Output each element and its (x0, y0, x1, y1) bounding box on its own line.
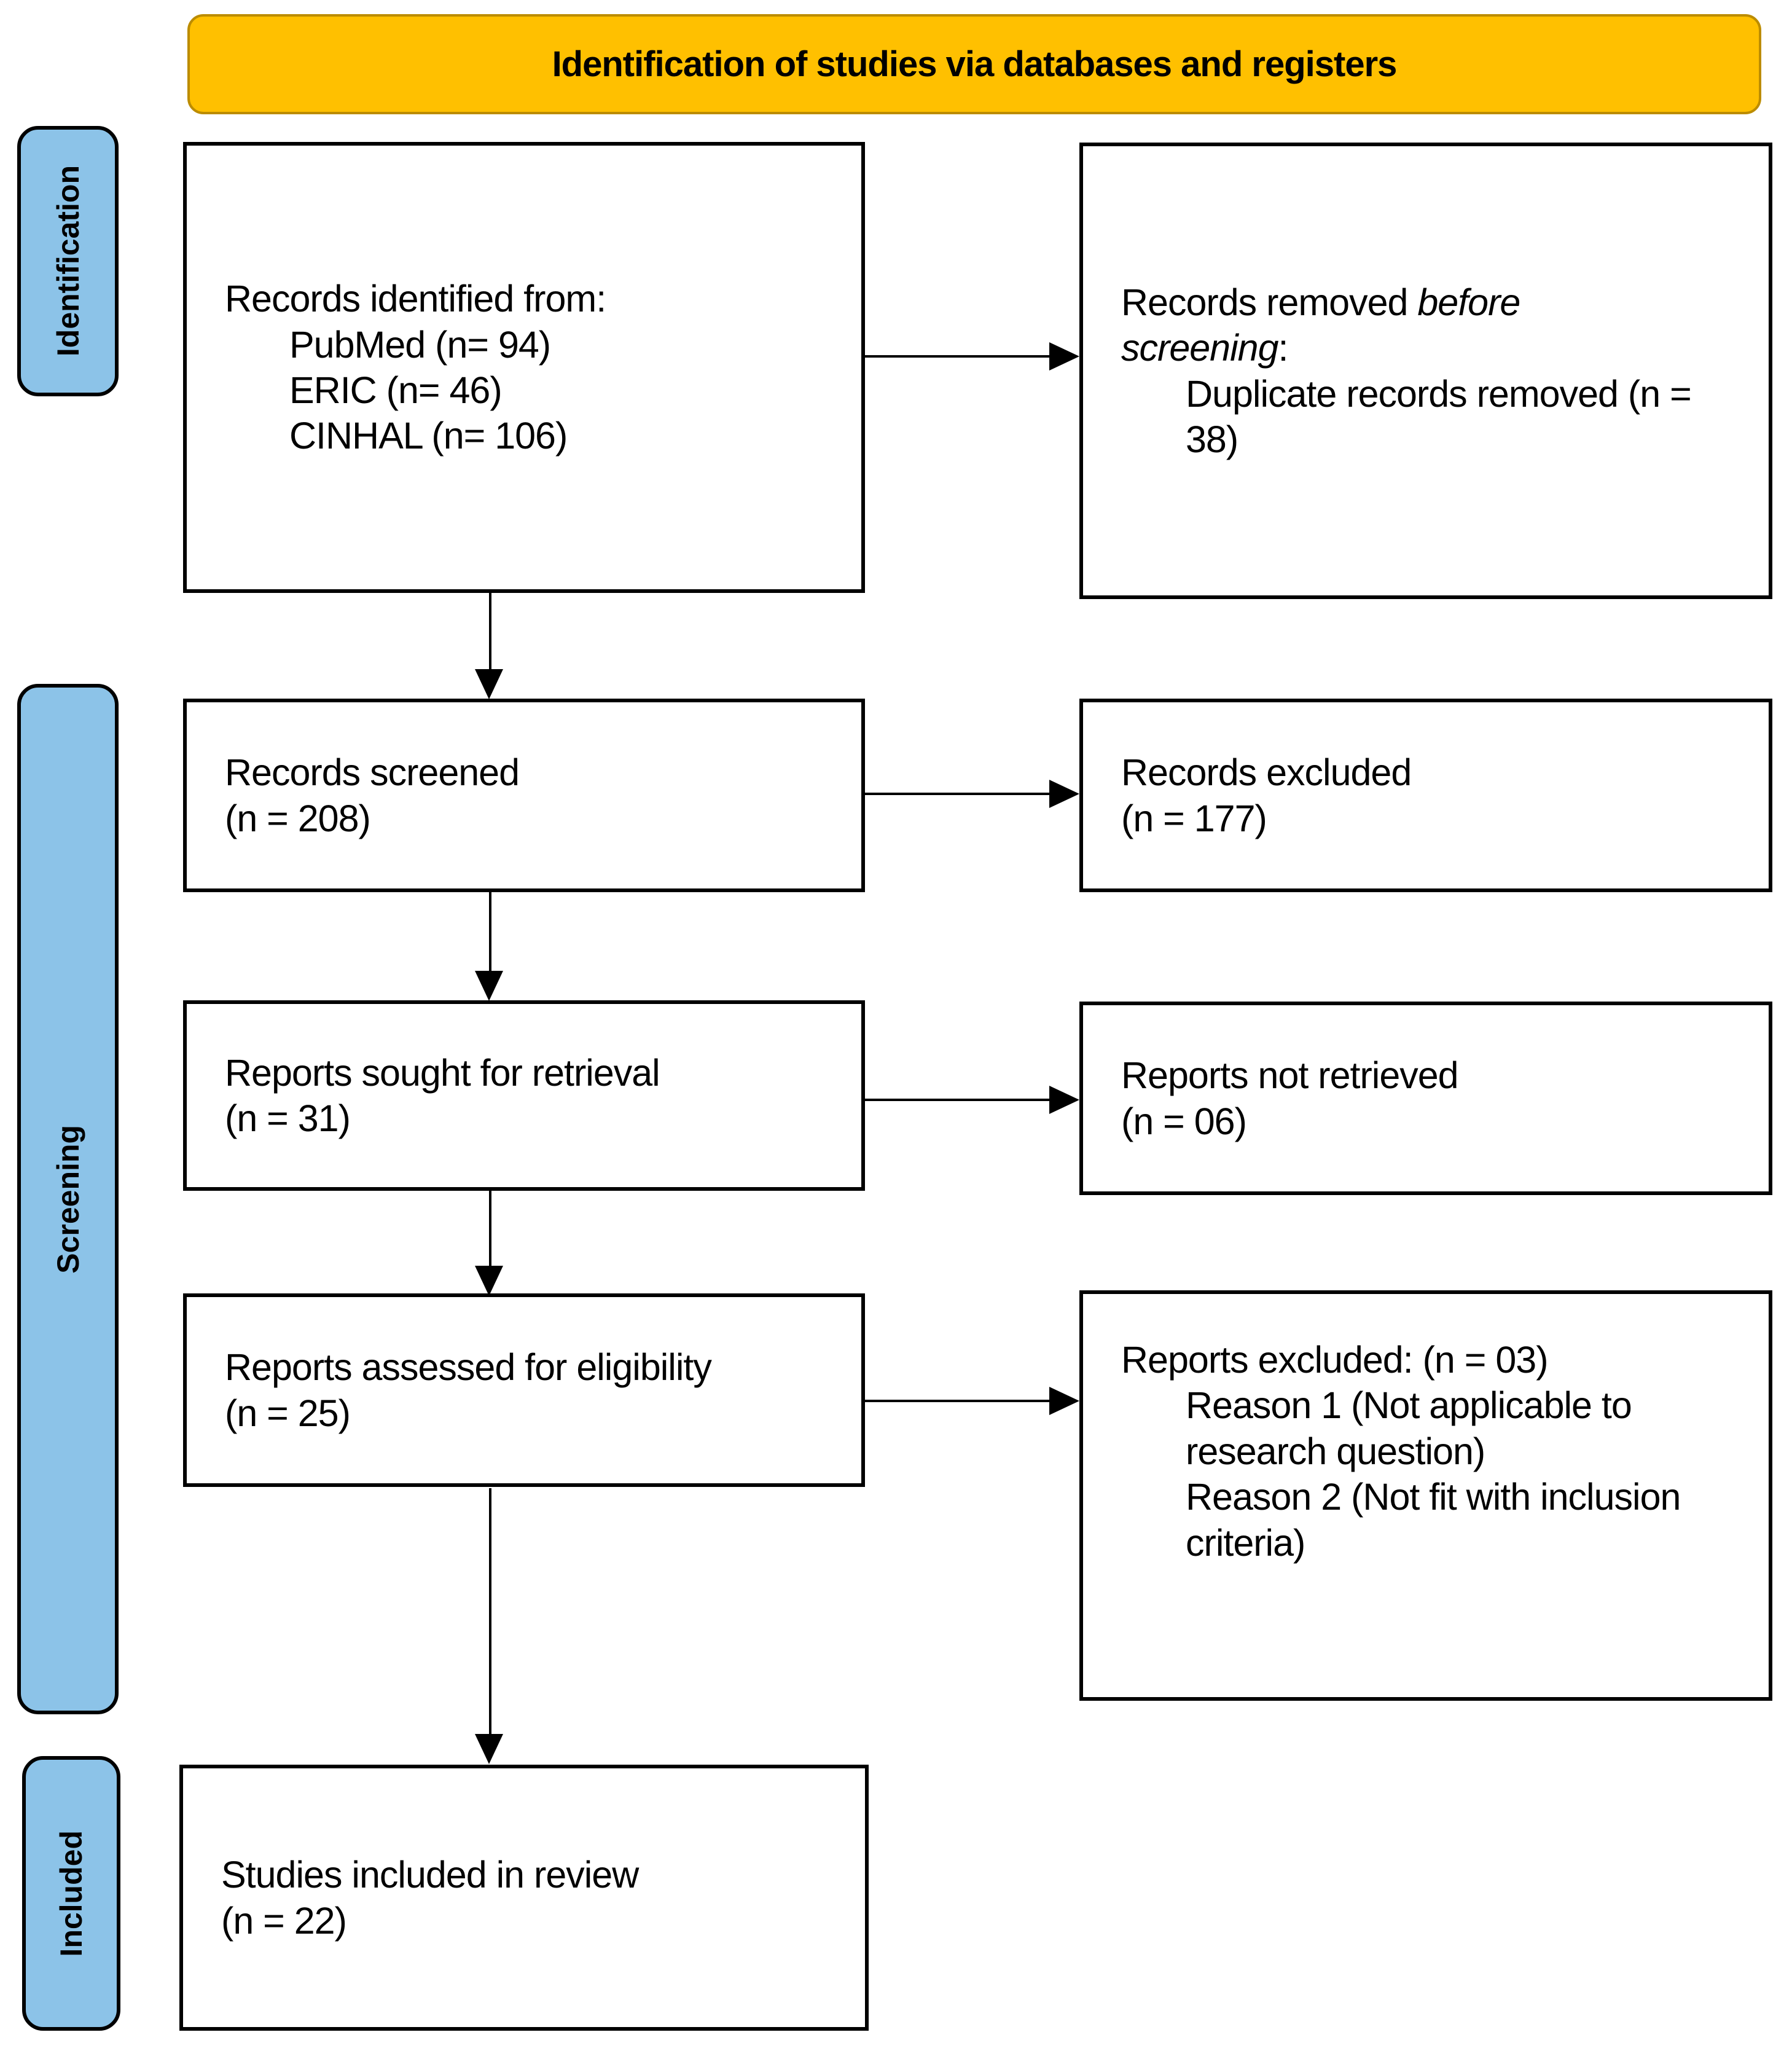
box-studies-included-line1: Studies included in review (221, 1854, 639, 1896)
box-reports-assessed-count: (n = 25) (225, 1392, 351, 1434)
records-removed-prefix: Records removed (1121, 281, 1418, 323)
box-records-removed-item: Duplicate records removed (n = 38) (1186, 372, 1692, 460)
arrowhead-assessed-to-included (475, 1734, 503, 1764)
box-reports-excluded: Reports excluded: (n = 03) Reason 1 (Not… (1079, 1290, 1772, 1701)
box-reports-excluded-line1: Reports excluded: (n = 03) (1121, 1339, 1549, 1381)
box-studies-included: Studies included in review (n = 22) (179, 1765, 869, 2031)
box-reports-sought-count: (n = 31) (225, 1097, 351, 1139)
box-reports-assessed-line1: Reports assessed for eligibility (225, 1346, 712, 1389)
arrow-line-screened-to-sought (489, 892, 491, 972)
box-reports-not-retrieved-line1: Reports not retrieved (1121, 1054, 1459, 1097)
box-records-identified: Records identified from: PubMed (n= 94) … (183, 142, 865, 593)
box-records-identified-item: PubMed (n= 94) (289, 323, 551, 366)
arrowhead-screened-to-sought (475, 971, 503, 1001)
box-records-excluded: Records excluded (n = 177) (1079, 699, 1772, 892)
arrowhead-sought-to-not-retrieved (1049, 1086, 1079, 1114)
arrow-line-assessed-to-excluded (865, 1400, 1051, 1402)
records-removed-suffix: : (1278, 327, 1289, 369)
box-records-screened-count: (n = 208) (225, 797, 371, 839)
stage-label-included: Included (22, 1756, 120, 2031)
box-records-excluded-count: (n = 177) (1121, 797, 1267, 839)
arrowhead-identified-to-removed (1049, 342, 1079, 371)
box-reports-excluded-reason: Reason 2 (Not fit with inclusion criteri… (1186, 1476, 1681, 1564)
box-reports-sought: Reports sought for retrieval (n = 31) (183, 1000, 865, 1191)
stage-label-screening-text: Screening (50, 1124, 85, 1274)
box-records-screened: Records screened (n = 208) (183, 699, 865, 892)
arrow-line-sought-to-assessed (489, 1191, 491, 1268)
arrowhead-screened-to-excluded (1049, 780, 1079, 808)
stage-label-included-text: Included (54, 1830, 88, 1957)
arrowhead-identified-to-screened (475, 669, 503, 699)
box-reports-not-retrieved: Reports not retrieved (n = 06) (1079, 1002, 1772, 1195)
box-records-removed: Records removed before screening: Duplic… (1079, 143, 1772, 599)
box-reports-assessed: Reports assessed for eligibility (n = 25… (183, 1293, 865, 1487)
box-reports-excluded-reason: Reason 1 (Not applicable to research que… (1186, 1384, 1632, 1472)
box-records-excluded-line1: Records excluded (1121, 751, 1412, 794)
banner-title: Identification of studies via databases … (552, 44, 1398, 84)
box-reports-not-retrieved-count: (n = 06) (1121, 1100, 1247, 1142)
records-removed-italic: before screening (1121, 281, 1520, 369)
arrow-line-identified-to-removed (865, 355, 1051, 358)
stage-label-screening: Screening (17, 684, 119, 1714)
arrow-line-identified-to-screened (489, 593, 491, 671)
box-reports-sought-line1: Reports sought for retrieval (225, 1051, 660, 1094)
arrow-line-assessed-to-included (489, 1488, 491, 1735)
box-records-identified-item: CINHAL (n= 106) (289, 415, 568, 457)
box-records-screened-line1: Records screened (225, 751, 520, 794)
arrowhead-sought-to-assessed (475, 1266, 503, 1296)
box-records-identified-item: ERIC (n= 46) (289, 369, 503, 411)
box-studies-included-count: (n = 22) (221, 1899, 347, 1942)
arrow-line-screened-to-excluded (865, 793, 1051, 795)
arrowhead-assessed-to-excluded (1049, 1387, 1079, 1415)
box-records-identified-line1: Records identified from: (225, 278, 606, 320)
box-records-removed-line1: Records removed before screening: (1121, 280, 1613, 371)
banner: Identification of studies via databases … (187, 14, 1761, 114)
stage-label-identification: Identification (17, 126, 119, 396)
arrow-line-sought-to-not-retrieved (865, 1099, 1051, 1101)
stage-label-identification-text: Identification (50, 165, 85, 357)
